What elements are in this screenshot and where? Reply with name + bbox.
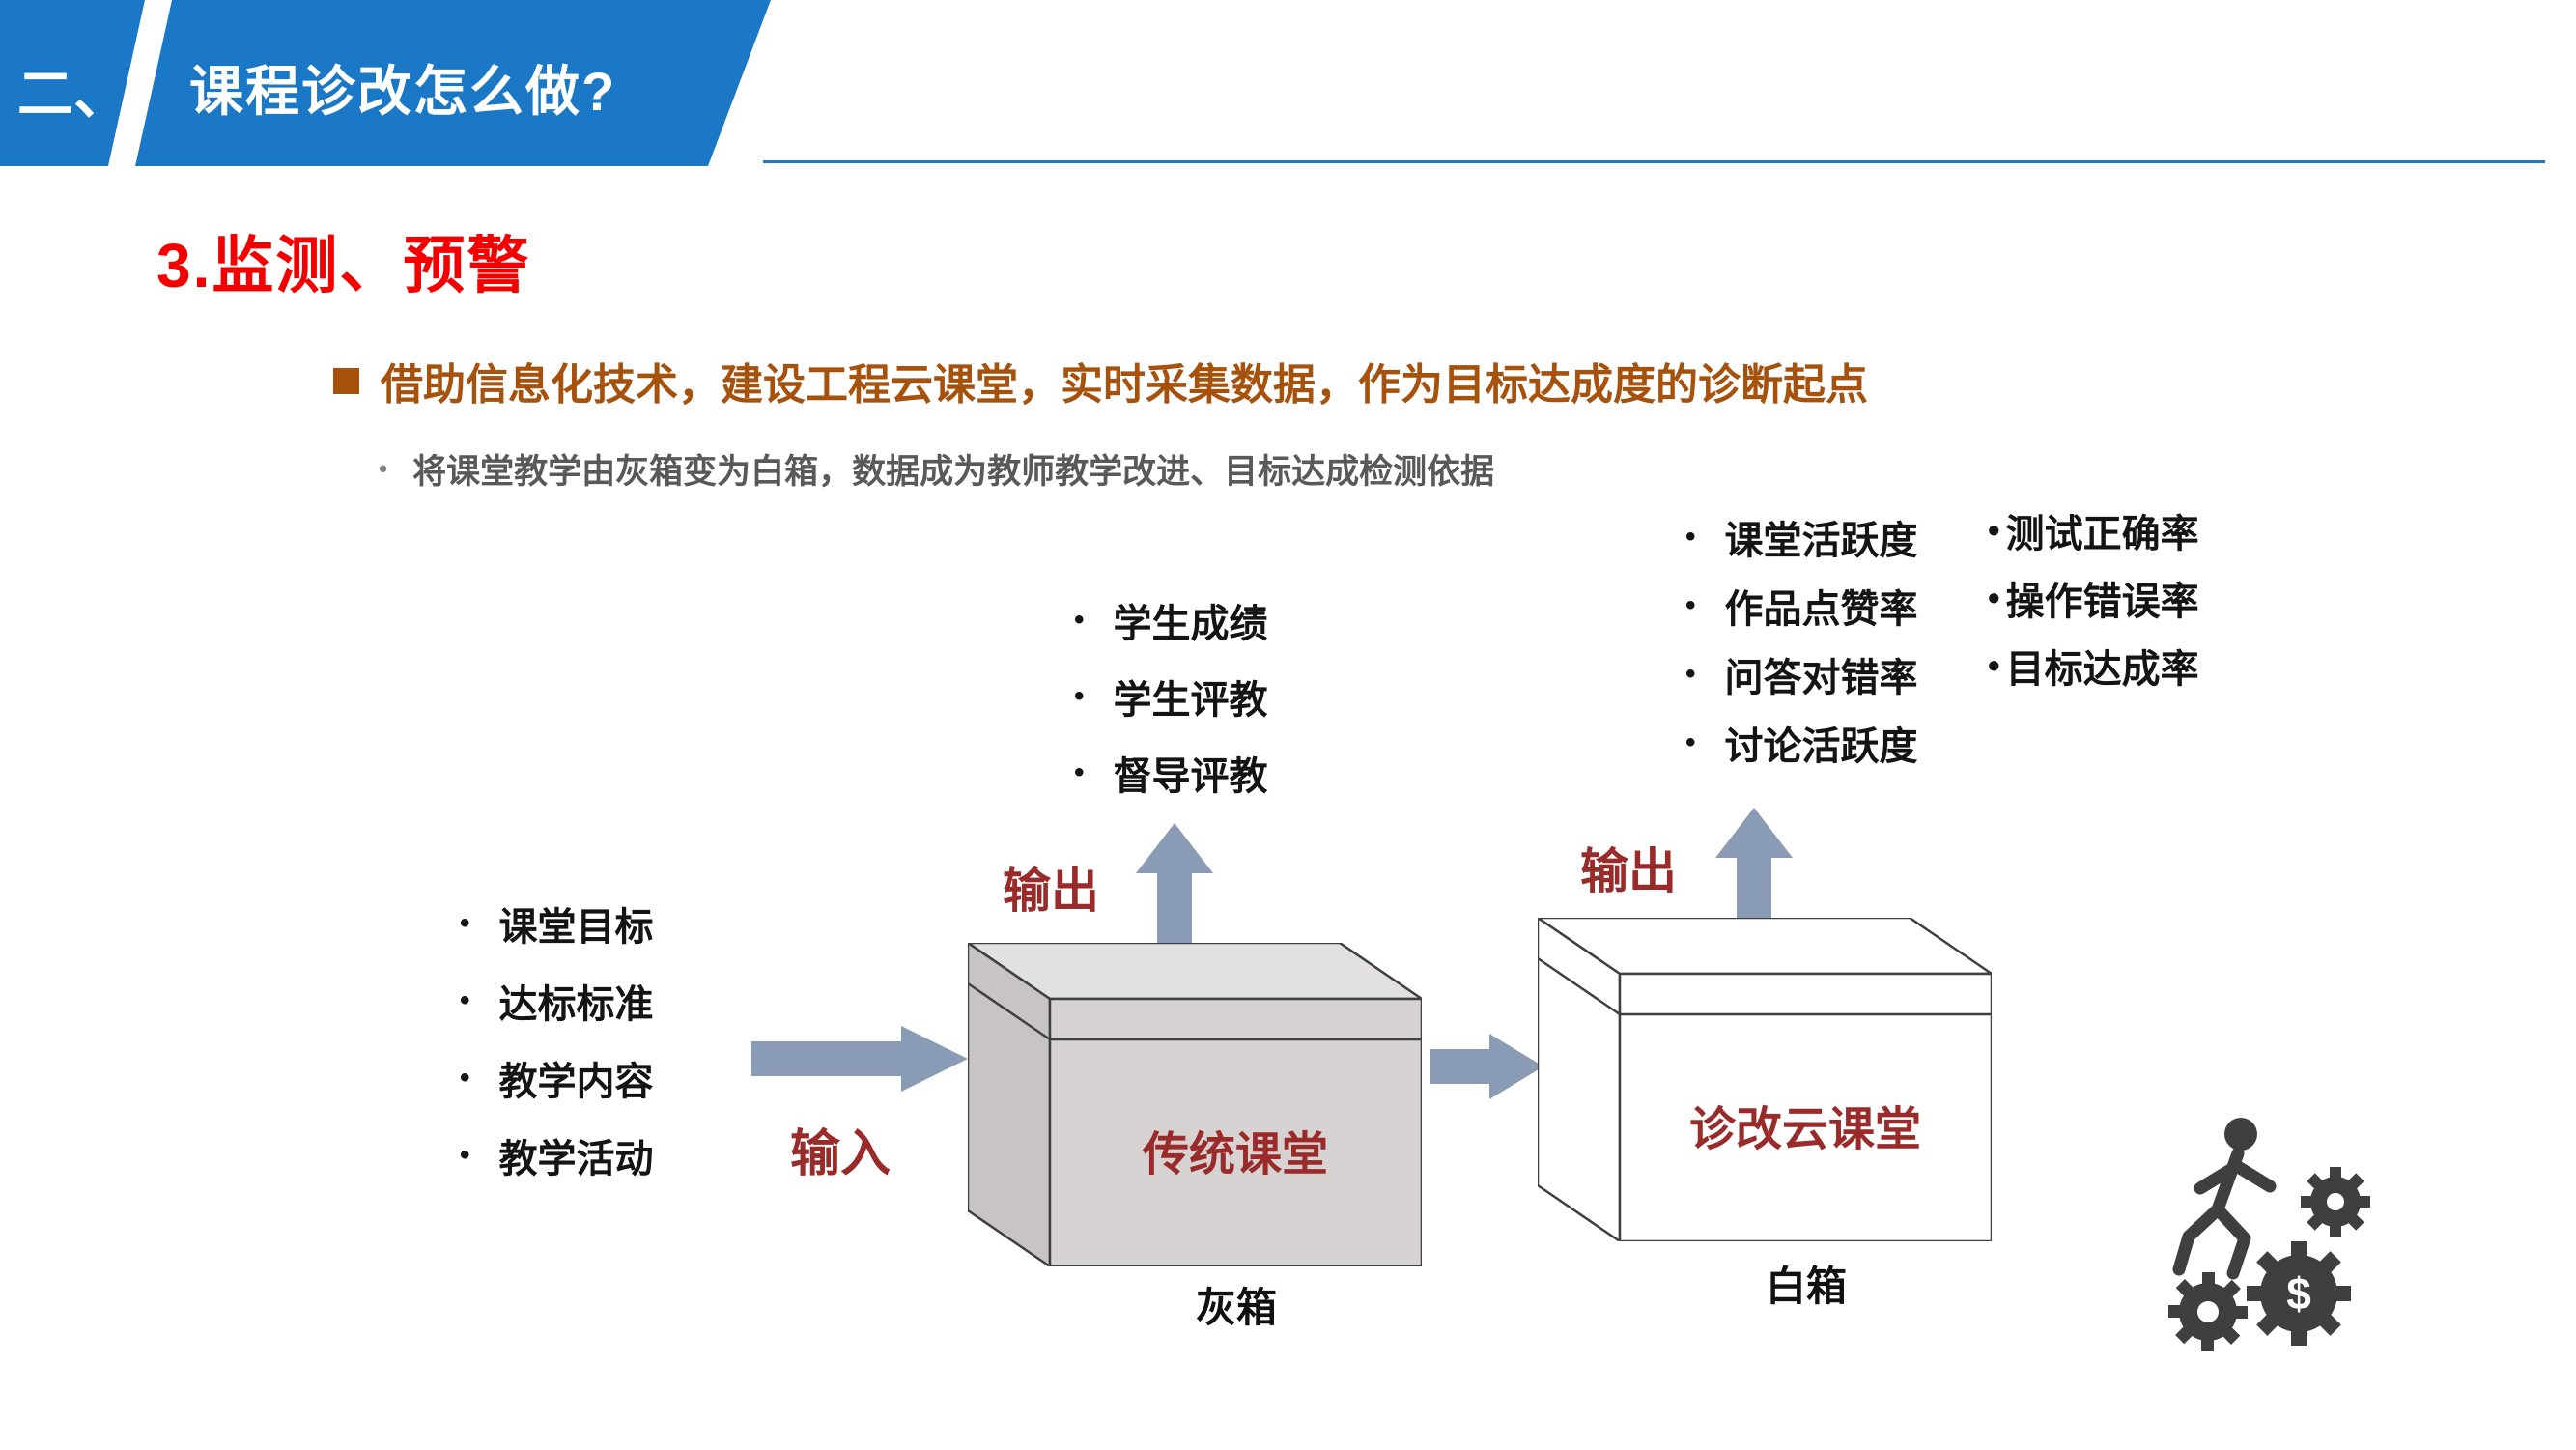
list-item: 讨论活跃度 — [1685, 708, 1918, 777]
dollar-sign: $ — [2286, 1268, 2311, 1319]
header-rule — [763, 160, 2545, 163]
between-boxes-arrow-icon — [1430, 1034, 1543, 1099]
list-item: 学生评教 — [1074, 658, 1268, 734]
box-front-face — [1618, 972, 1992, 1241]
list-item-label: 教学内容 — [498, 1061, 654, 1103]
list-item-label: 目标达成率 — [2005, 648, 2199, 691]
list-item: 作品点赞率 — [1685, 571, 1918, 640]
list-item: 达标标准 — [460, 962, 654, 1039]
gear-medium-icon — [2168, 1272, 2248, 1351]
list-item: 教学活动 — [460, 1117, 654, 1194]
traditional-classroom-box: 传统课堂 — [968, 943, 1422, 1266]
list-item: 问答对错率 — [1685, 640, 1918, 708]
input-label: 输入 — [790, 1126, 892, 1182]
list-item-label: 课堂活跃度 — [1724, 519, 1918, 562]
list-item: 目标达成率 — [1988, 632, 2199, 699]
section-banner — [0, 0, 771, 166]
white-box-caption: 白箱 — [1765, 1264, 1848, 1309]
gear-small-icon — [2301, 1167, 2370, 1237]
list-item: 督导评教 — [1074, 734, 1268, 810]
input-arrow-icon — [751, 1026, 968, 1092]
banner-title: 课程诊改怎么做? — [189, 61, 617, 122]
gray-box-output-list: 学生成绩 学生评教 督导评教 — [1074, 582, 1268, 810]
output-label-white: 输出 — [1580, 844, 1677, 898]
banner-main-shape — [135, 0, 771, 166]
input-list: 课堂目标 达标标准 教学内容 教学活动 — [460, 885, 654, 1194]
list-item: 教学内容 — [460, 1039, 654, 1117]
output-label-gray: 输出 — [1003, 864, 1099, 918]
gray-box-label: 传统课堂 — [1142, 1129, 1328, 1180]
dollar-gear-icon: $ — [2247, 1241, 2351, 1346]
gray-box-caption: 灰箱 — [1195, 1285, 1278, 1330]
box-left-face — [1538, 918, 1622, 1241]
list-item-label: 问答对错率 — [1724, 656, 1918, 699]
box-front-face — [1048, 997, 1422, 1266]
white-box-output-list-1: 课堂活跃度 作品点赞率 问答对错率 讨论活跃度 — [1685, 502, 1918, 777]
box-lid-line-side — [1538, 956, 1621, 1016]
list-item: 测试正确率 — [1988, 497, 2199, 564]
sub-bullet-text: 将课堂教学由灰箱变为白箱，数据成为教师教学改进、目标达成检测依据 — [379, 444, 1494, 494]
section-heading: 3.监测、预警 — [156, 231, 531, 300]
list-item-label: 达标标准 — [498, 983, 654, 1026]
list-item-label: 学生评教 — [1113, 678, 1268, 722]
list-item-label: 教学活动 — [498, 1138, 654, 1180]
growth-runner-gears-icon: $ — [2168, 1118, 2370, 1351]
white-box-output-list-2: 测试正确率 操作错误率 目标达成率 — [1988, 497, 2199, 699]
list-item: 学生成绩 — [1074, 582, 1268, 658]
white-box-label: 诊改云课堂 — [1689, 1104, 1921, 1155]
list-item-label: 学生成绩 — [1113, 602, 1268, 645]
list-item-label: 作品点赞率 — [1724, 587, 1918, 631]
white-box-output-arrow-icon — [1715, 808, 1793, 928]
box-lid-line-side — [968, 981, 1051, 1041]
box-left-face — [968, 943, 1052, 1266]
gray-box-output-arrow-icon — [1136, 823, 1213, 944]
main-bullet-row: 借助信息化技术，建设工程云课堂，实时采集数据，作为目标达成度的诊断起点 — [333, 350, 1868, 412]
list-item: 课堂目标 — [460, 885, 654, 962]
banner-chevron-shape — [0, 0, 145, 166]
runner-icon — [2172, 1118, 2277, 1280]
cloud-classroom-box: 诊改云课堂 — [1538, 918, 1992, 1241]
list-item-label: 讨论活跃度 — [1724, 725, 1918, 768]
list-item: 操作错误率 — [1988, 564, 2199, 632]
list-item: 课堂活跃度 — [1685, 502, 1918, 571]
section-number: 二、 — [17, 63, 130, 126]
list-item-label: 测试正确率 — [2005, 513, 2199, 555]
list-item-label: 课堂目标 — [498, 906, 654, 949]
list-item-label: 操作错误率 — [2005, 581, 2199, 623]
square-bullet-icon — [333, 367, 359, 394]
main-bullet-text: 借助信息化技术，建设工程云课堂，实时采集数据，作为目标达成度的诊断起点 — [381, 361, 1868, 409]
list-item-label: 督导评教 — [1113, 754, 1268, 798]
